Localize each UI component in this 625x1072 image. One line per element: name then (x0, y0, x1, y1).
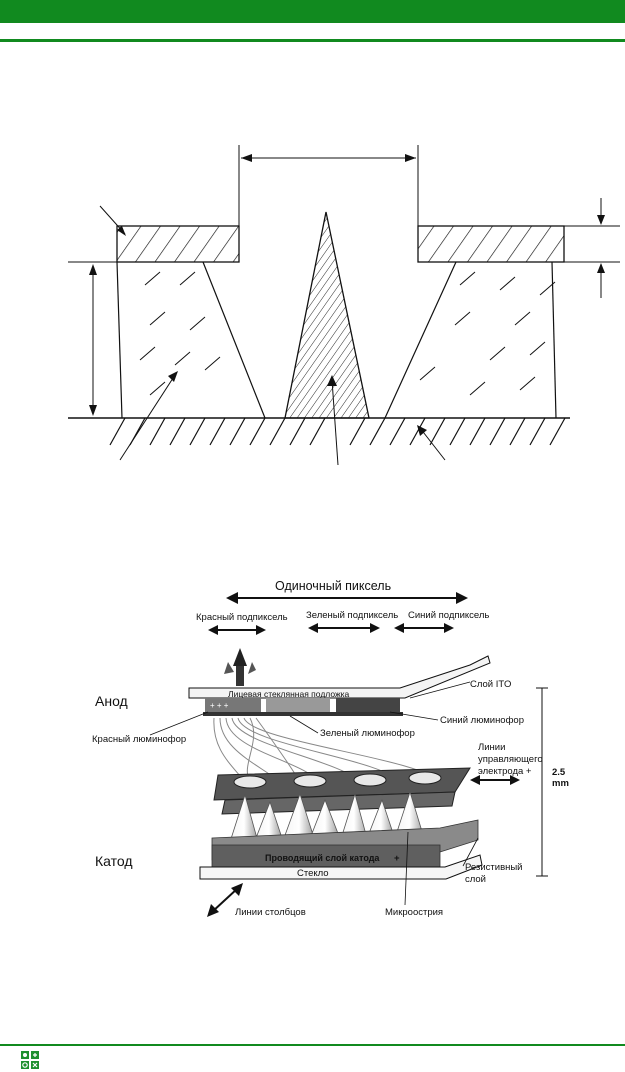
dielectric-layer (116, 261, 557, 419)
green-phosphor-label: Зеленый люминофор (320, 728, 415, 739)
green-subpixel-label: Зеленый подпиксель (306, 610, 398, 621)
cathode-layer-label: Проводящий слой катода (265, 853, 380, 863)
gate-thickness-dimension (564, 198, 620, 298)
height-unit: mm (552, 778, 569, 789)
microtip-cones (229, 790, 425, 843)
red-phosphor-block (205, 698, 261, 712)
cathode-glass-plate (199, 854, 483, 880)
footer-divider (0, 1044, 625, 1046)
gate-lines-label-2: управляющего (478, 754, 543, 765)
microtip-label: Микроострия (385, 907, 443, 918)
subpixel-arrows (208, 623, 454, 635)
phosphor-plus-signs: + + + (210, 701, 229, 710)
column-lines-label: Линии столбцов (235, 907, 306, 918)
substrate-hatching (109, 417, 566, 446)
emitter-cross-section-figure (68, 145, 620, 466)
red-subpixel-label: Красный подпиксель (196, 612, 288, 623)
glass-label: Стекло (297, 868, 329, 879)
cathode-plus-sign: + (394, 853, 400, 864)
single-pixel-label: Одиночный пиксель (275, 579, 391, 593)
green-phosphor-block (266, 698, 330, 712)
emitter-tip (284, 211, 370, 419)
resistive-layer-label-1: Резистивный (465, 862, 523, 873)
gate-electrode-left (116, 225, 240, 263)
gate-lines-label-1: Линии (478, 742, 505, 753)
ito-layer-label: Слой ITO (470, 679, 511, 690)
gap-width-dimension (238, 145, 419, 228)
fed-pixel-figure: Одиночный пиксель Красный подпиксель Зел… (92, 579, 569, 918)
anode-label: Анод (95, 693, 128, 709)
resistive-layer-label-2: слой (465, 874, 486, 885)
red-phosphor-label: Красный люминофор (92, 734, 186, 745)
blue-phosphor-label: Синий люминофор (440, 715, 524, 726)
gate-apertures (233, 771, 442, 789)
light-emission-icon (224, 648, 256, 686)
height-value: 2.5 (552, 767, 566, 778)
gate-electrode-right (417, 225, 565, 263)
blue-phosphor-block (336, 698, 400, 712)
blue-subpixel-label: Синий подпиксель (408, 610, 489, 621)
dielectric-thickness-dimension (68, 261, 117, 416)
cathode-label: Катод (95, 853, 133, 869)
height-dimension (536, 687, 548, 877)
institution-logo-icon (20, 1050, 40, 1070)
gate-lines-label-3: электрода + (478, 766, 532, 777)
face-glass-label: Лицевая стеклянная подложка (228, 689, 350, 699)
header-divider (0, 39, 625, 42)
header-bar (0, 0, 625, 23)
